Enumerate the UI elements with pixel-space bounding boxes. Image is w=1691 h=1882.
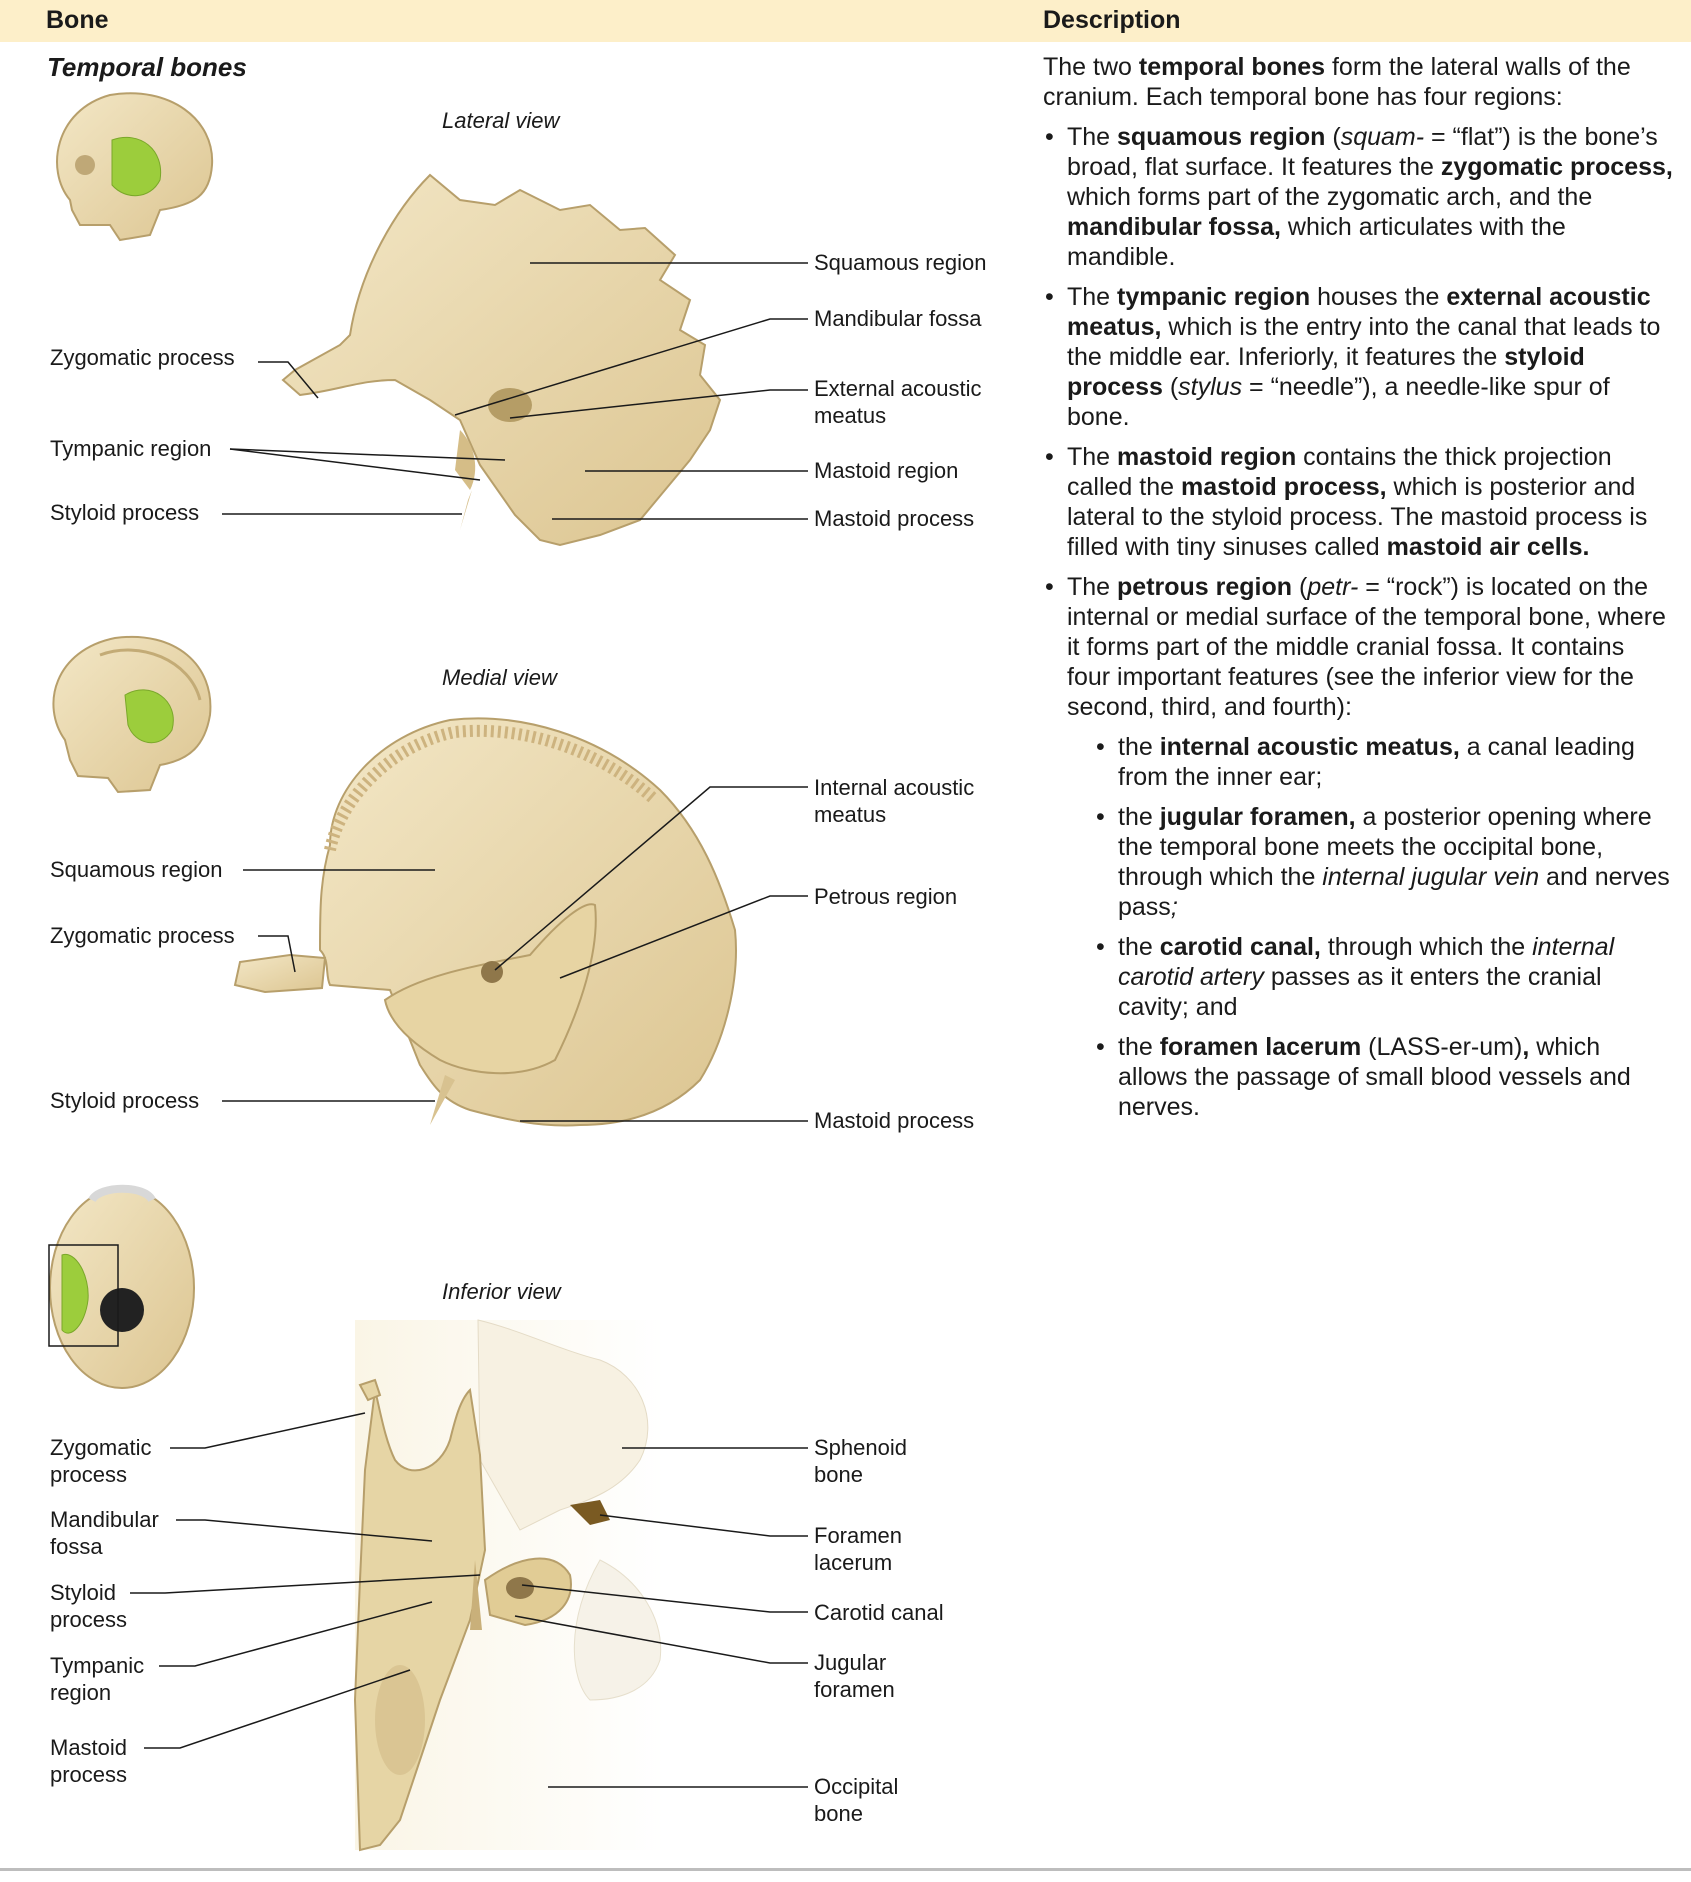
lateral-label-styloid-process: Styloid process (50, 500, 200, 525)
inferior-skull-thumbnail (48, 1184, 195, 1389)
medial-leader-lines (222, 786, 808, 1122)
medial-label-petrous-region: Petrous region (814, 884, 958, 909)
region-list: The squamous region (squam- = “flat”) is… (1043, 122, 1673, 1122)
inferior-leader-lines (130, 1412, 808, 1788)
inferior-view-title: Inferior view (442, 1279, 561, 1304)
inferior-label-carotid-canal: Carotid canal (814, 1600, 944, 1625)
medial-label-styloid-process: Styloid process (50, 1088, 200, 1113)
description-intro: The two temporal bones form the lateral … (1043, 53, 1631, 111)
medial-view-bone (233, 717, 737, 1127)
inferior-label-mandibular-fossa: Mandibular fossa (50, 1507, 159, 1559)
medial-label-internal-acoustic-meatus: Internal acoustic meatus (814, 775, 975, 827)
region-item-mastoid: The mastoid region contains the thick pr… (1043, 442, 1673, 562)
region-item-petrous: The petrous region (petr- = “rock”) is l… (1043, 572, 1673, 1122)
inferior-label-zygomatic-process: Zygomatic process (50, 1435, 152, 1487)
lateral-view-title: Lateral view (442, 108, 560, 133)
lateral-leader-lines (222, 262, 808, 520)
inferior-label-mastoid-process: Mastoid process (50, 1735, 128, 1787)
lateral-label-zygomatic-process: Zygomatic process (50, 345, 235, 370)
medial-label-squamous-region: Squamous region (50, 857, 223, 882)
inferior-label-foramen-lacerum: Foramen lacerum (814, 1523, 903, 1575)
feature-item-carotid-canal: the carotid canal, through which the int… (1094, 932, 1673, 1022)
medial-label-mastoid-process: Mastoid process (814, 1108, 975, 1133)
inferior-view-bone (353, 1319, 665, 1852)
lateral-skull-thumbnail (56, 92, 214, 242)
lateral-label-tympanic-region: Tympanic region (50, 436, 212, 461)
medial-skull-thumbnail (52, 635, 212, 794)
petrous-feature-list: the internal acoustic meatus, a canal le… (1067, 732, 1673, 1122)
lateral-label-external-acoustic-meatus: External acoustic meatus (814, 376, 982, 428)
section-title: Temporal bones (47, 52, 247, 82)
inferior-label-occipital-bone: Occipital bone (814, 1774, 899, 1826)
feature-item-internal-acoustic-meatus: the internal acoustic meatus, a canal le… (1094, 732, 1673, 792)
lateral-view-bone (281, 173, 722, 547)
region-item-tympanic: The tympanic region houses the external … (1043, 282, 1673, 432)
inferior-label-styloid-process: Styloid process (50, 1580, 128, 1632)
lateral-label-squamous-region: Squamous region (814, 250, 987, 275)
lateral-label-mandibular-fossa: Mandibular fossa (814, 306, 982, 331)
description-column-header: Description (1043, 6, 1181, 34)
description-text: The two temporal bones form the lateral … (1043, 52, 1673, 1132)
feature-item-foramen-lacerum: the foramen lacerum (LASS-er-um), which … (1094, 1032, 1673, 1122)
bone-column-header: Bone (46, 6, 109, 34)
inferior-label-jugular-foramen: Jugular foramen (814, 1650, 895, 1702)
medial-label-zygomatic-process: Zygomatic process (50, 923, 235, 948)
medial-view-title: Medial view (442, 665, 557, 690)
feature-item-jugular-foramen: the jugular foramen, a posterior opening… (1094, 802, 1673, 922)
inferior-label-sphenoid-bone: Sphenoid bone (814, 1435, 907, 1487)
footer-rule (0, 1868, 1691, 1871)
region-item-petrous-text: The petrous region (petr- = “rock”) is l… (1067, 573, 1666, 721)
inferior-label-tympanic-region: Tympanic region (50, 1653, 145, 1705)
lateral-label-mastoid-region: Mastoid region (814, 458, 959, 483)
region-item-squamous: The squamous region (squam- = “flat”) is… (1043, 122, 1673, 272)
temporal-bone-illustrations (48, 92, 808, 1852)
lateral-label-mastoid-process: Mastoid process (814, 506, 975, 531)
table-header: Bone Description (0, 0, 1691, 42)
